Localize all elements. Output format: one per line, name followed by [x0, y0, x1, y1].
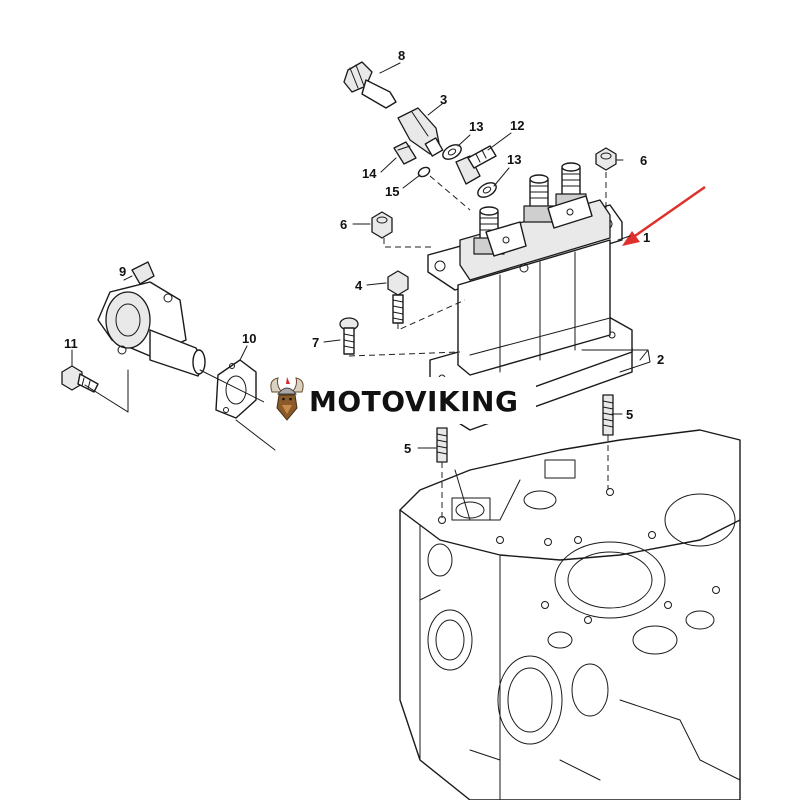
bolt-11 [61, 365, 99, 393]
callout-5-right: 5 [626, 407, 633, 422]
bolt-4 [387, 270, 466, 331]
callout-11: 11 [64, 336, 78, 351]
callout-2: 2 [657, 352, 664, 367]
callout-12: 12 [510, 118, 524, 133]
callout-13-upper: 13 [469, 119, 483, 134]
callout-9: 9 [119, 264, 126, 279]
feed-pump-9 [97, 261, 206, 377]
nut-left [371, 211, 434, 248]
reference-lines [84, 369, 291, 451]
callout-7: 7 [312, 335, 319, 350]
washer-13-upper [442, 144, 462, 160]
callout-6-right: 6 [640, 153, 647, 168]
injection-pump-body [427, 162, 623, 376]
callout-15: 15 [385, 184, 399, 199]
leader-lines [71, 62, 651, 449]
callout-1: 1 [643, 230, 650, 245]
callout-5-left: 5 [404, 441, 411, 456]
watermark-banner: MOTOVIKING [264, 377, 536, 424]
callout-13-lower: 13 [507, 152, 521, 167]
connector-3 [397, 107, 444, 157]
delivery-valve-2 [523, 174, 555, 223]
nut-upper-right [595, 147, 617, 210]
callout-8: 8 [398, 48, 405, 63]
callout-3: 3 [440, 92, 447, 107]
callout-10: 10 [242, 331, 256, 346]
bolt-7 [339, 317, 461, 357]
viking-helmet-icon [270, 377, 304, 421]
gasket-10 [215, 359, 257, 419]
callout-4: 4 [355, 278, 363, 293]
callout-numbers: 1 2 3 4 5 5 6 6 7 8 9 10 11 12 13 13 14 … [64, 48, 664, 456]
engine-block [399, 429, 741, 800]
washer-15 [417, 166, 431, 178]
screw-12 [455, 145, 497, 185]
callout-6-left: 6 [340, 217, 347, 232]
red-pointer-arrow [622, 185, 706, 246]
fitting-14 [393, 141, 417, 165]
stud-left [436, 427, 448, 520]
stud-right [602, 394, 614, 490]
cap-8 [343, 61, 397, 109]
callout-14: 14 [362, 166, 377, 181]
washer-13-lower [477, 182, 497, 198]
brand-name: MOTOVIKING [309, 385, 518, 418]
